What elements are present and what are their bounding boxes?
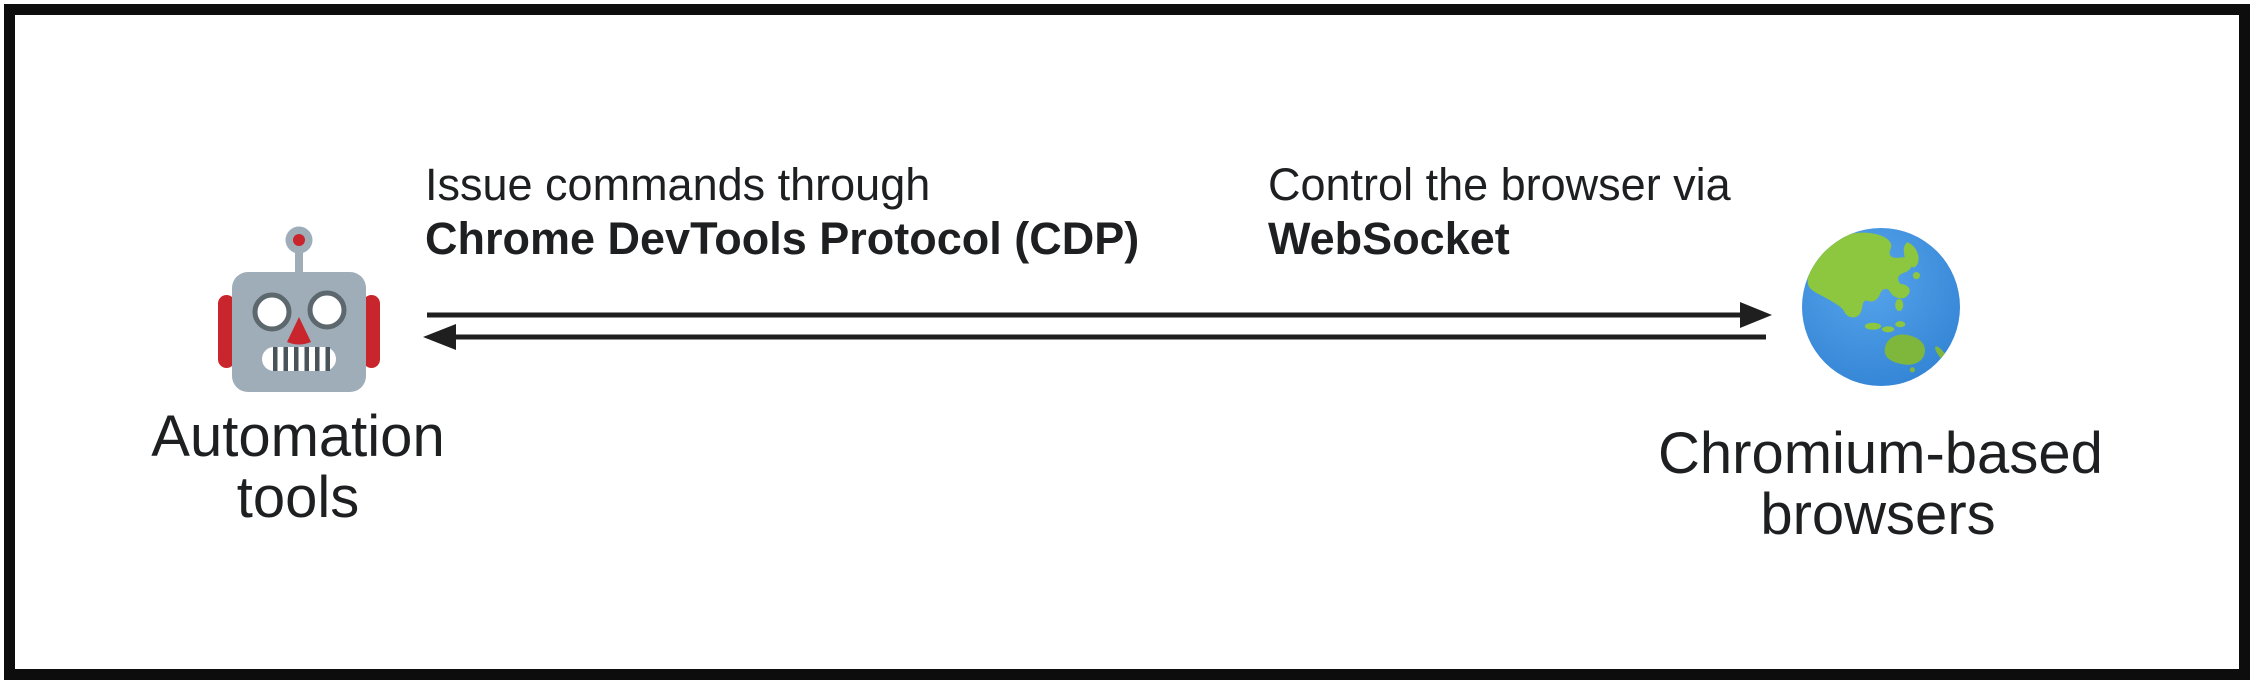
cdp-connection-label: Issue commands through Chrome DevTools P… bbox=[425, 158, 1139, 266]
cdp-label-line2: Chrome DevTools Protocol (CDP) bbox=[425, 213, 1140, 264]
left-node-title-line1: Automation bbox=[151, 404, 445, 469]
websocket-connection-label: Control the browser via WebSocket bbox=[1268, 158, 1731, 266]
robot-icon bbox=[218, 226, 380, 392]
cdp-label-line1: Issue commands through bbox=[425, 159, 931, 210]
globe-icon bbox=[1802, 228, 1960, 386]
right-node-title-line1: Chromium-based bbox=[1658, 421, 2103, 486]
left-node-title-line2: tools bbox=[236, 465, 360, 530]
right-node-title-line2: browsers bbox=[1760, 482, 1996, 547]
left-node-title: Automation tools bbox=[98, 406, 498, 528]
right-node-title: Chromium-based browsers bbox=[1658, 421, 2103, 547]
diagram-border bbox=[4, 4, 2250, 680]
websocket-label-line2: WebSocket bbox=[1268, 213, 1510, 264]
websocket-label-line1: Control the browser via bbox=[1268, 159, 1731, 210]
